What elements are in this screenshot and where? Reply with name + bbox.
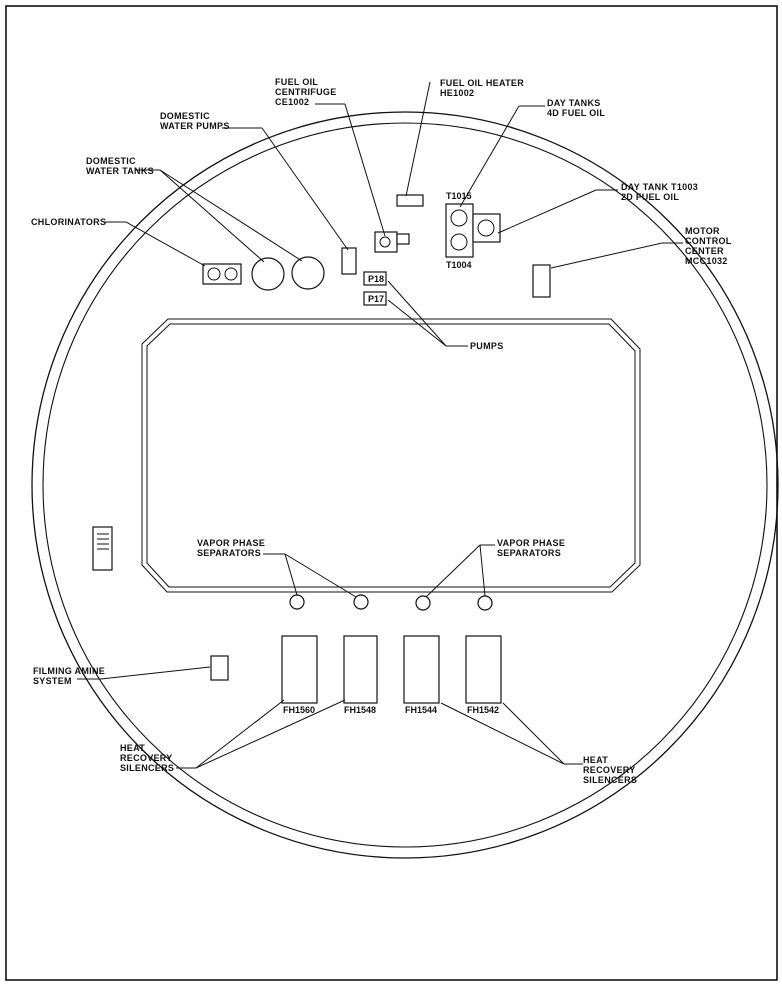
vapor-phase-separator-2 bbox=[353, 594, 369, 610]
silencer-fh1542 bbox=[465, 635, 502, 704]
label-line: VAPOR PHASE bbox=[197, 538, 265, 548]
label-line: FUEL OIL HEATER bbox=[440, 78, 524, 88]
label-line: DOMESTIC bbox=[160, 111, 210, 121]
fuel-oil-heater bbox=[396, 194, 424, 207]
left-cabinet bbox=[92, 526, 113, 571]
label-pumps: PUMPS bbox=[470, 341, 504, 351]
domestic-water-tank-2 bbox=[291, 256, 325, 290]
label-line: CONTROL bbox=[685, 236, 732, 246]
filming-amine-system bbox=[210, 655, 229, 681]
label-line: MOTOR bbox=[685, 226, 720, 236]
silencer-fh1544 bbox=[403, 635, 440, 704]
motor-control-center bbox=[532, 264, 551, 298]
label-line: SEPARATORS bbox=[197, 548, 261, 558]
label-line: 2D FUEL OIL bbox=[621, 192, 679, 202]
label-line: PUMPS bbox=[470, 341, 504, 351]
label-line: FUEL OIL bbox=[275, 77, 318, 87]
label-line: DAY TANKS bbox=[547, 98, 601, 108]
domestic-water-tank-1 bbox=[251, 257, 285, 291]
central-area-inner bbox=[146, 323, 636, 588]
silencer-fh1548 bbox=[343, 635, 378, 704]
label-line: SILENCERS bbox=[583, 775, 637, 785]
vapor-phase-separator-1 bbox=[289, 594, 305, 610]
silencer-fh1560 bbox=[281, 635, 318, 704]
pump-p18 bbox=[363, 271, 387, 286]
label-line: VAPOR PHASE bbox=[497, 538, 565, 548]
vapor-phase-separator-3 bbox=[415, 595, 431, 611]
page-frame bbox=[5, 5, 778, 981]
label-line: SEPARATORS bbox=[497, 548, 561, 558]
day-tanks-4d bbox=[445, 203, 474, 258]
fh1560-tag: FH1560 bbox=[283, 705, 315, 715]
label-line: RECOVERY bbox=[120, 753, 173, 763]
label-line: HEAT bbox=[120, 743, 145, 753]
label-line: DOMESTIC bbox=[86, 156, 136, 166]
day-tank-t1003 bbox=[472, 213, 501, 243]
label-line: RECOVERY bbox=[583, 765, 636, 775]
t1004-tag: T1004 bbox=[446, 260, 472, 270]
label-line: DAY TANK T1003 bbox=[621, 182, 698, 192]
chlorinators-equipment bbox=[202, 263, 242, 285]
fh1544-tag: FH1544 bbox=[405, 705, 437, 715]
central-area-outer bbox=[141, 318, 641, 593]
label-line: HE1002 bbox=[440, 88, 474, 98]
label-line: MCC1032 bbox=[685, 256, 728, 266]
leader-lines bbox=[77, 81, 683, 769]
label-line: HEAT bbox=[583, 755, 608, 765]
label-line: SILENCERS bbox=[120, 763, 174, 773]
t1015-tag: T1015 bbox=[446, 191, 472, 201]
label-line: CE1002 bbox=[275, 97, 309, 107]
label-line: SYSTEM bbox=[33, 676, 72, 686]
label-line: CENTER bbox=[685, 246, 724, 256]
domestic-water-pump bbox=[341, 247, 357, 275]
pump-p17-tag: P17 bbox=[368, 294, 384, 304]
fh1548-tag: FH1548 bbox=[344, 705, 376, 715]
label-line: WATER PUMPS bbox=[160, 121, 230, 131]
label-line: CENTRIFUGE bbox=[275, 87, 337, 97]
label-line: WATER TANKS bbox=[86, 166, 154, 176]
vapor-phase-separator-4 bbox=[477, 595, 493, 611]
fh1542-tag: FH1542 bbox=[467, 705, 499, 715]
pump-p18-tag: P18 bbox=[368, 274, 384, 284]
enclosure-outer-ring bbox=[31, 111, 779, 859]
label-line: CHLORINATORS bbox=[31, 217, 106, 227]
label-chlorinators: CHLORINATORS bbox=[31, 217, 106, 227]
fuel-oil-centrifuge bbox=[374, 231, 410, 253]
label-line: FILMING AMINE bbox=[33, 666, 105, 676]
pump-p17 bbox=[363, 291, 387, 306]
enclosure-inner-ring bbox=[42, 122, 768, 848]
label-line: 4D FUEL OIL bbox=[547, 108, 605, 118]
